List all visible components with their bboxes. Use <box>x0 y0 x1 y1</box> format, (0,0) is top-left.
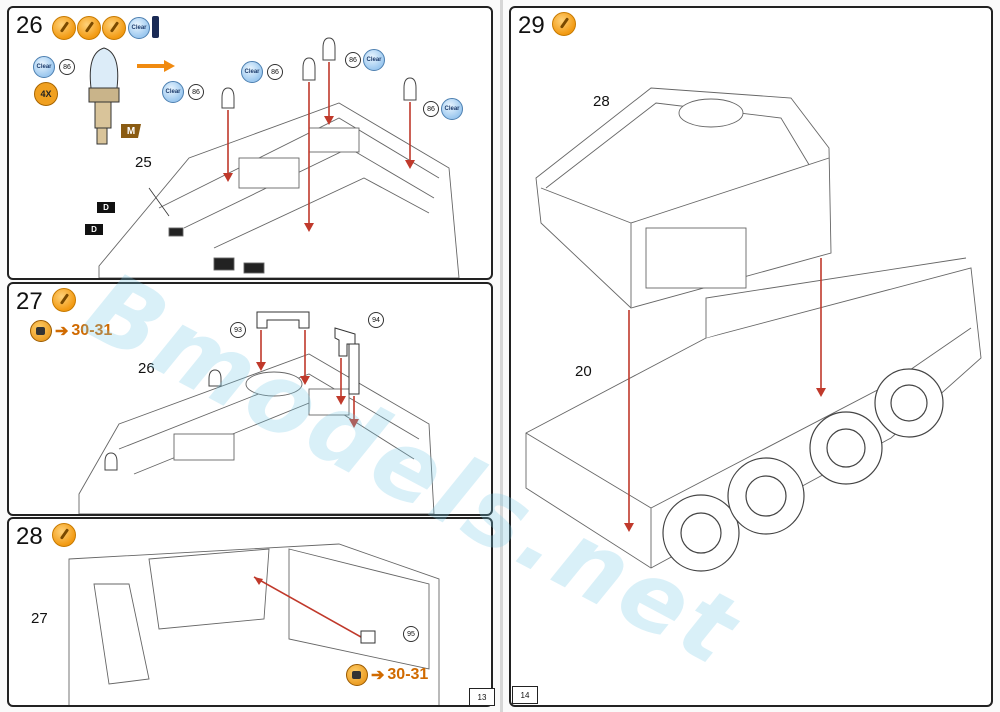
clear-label: Clear <box>165 89 181 95</box>
clear-paint-icon: Clear <box>128 17 150 39</box>
glue-icon <box>52 288 76 312</box>
reference-pages: 30-31 <box>71 322 113 339</box>
step-number: 26 <box>16 12 43 39</box>
part-number: 86 <box>59 59 75 75</box>
page-number: 14 <box>512 686 538 704</box>
glue-icon <box>102 16 126 40</box>
step-29-drawing <box>525 87 982 572</box>
glue-icon <box>552 12 576 36</box>
assembly-part-label: 27 <box>31 610 48 627</box>
part-number: 86 <box>423 101 439 117</box>
clear-label: Clear <box>444 106 460 112</box>
lamp-part <box>88 47 120 145</box>
clear-label: Clear <box>36 64 52 70</box>
clear-paint-icon: Clear <box>162 81 184 103</box>
reference-pages: 30-31 <box>387 666 429 683</box>
clear-paint-icon: Clear <box>33 56 55 78</box>
decal-badge: D <box>97 202 115 213</box>
part-number: 86 <box>345 52 361 68</box>
clear-paint-icon: Clear <box>363 49 385 71</box>
page-number: 13 <box>469 688 495 706</box>
spine <box>500 0 503 712</box>
glue-icon <box>52 523 76 547</box>
clear-label: Clear <box>366 57 382 63</box>
assembly-part-label: 20 <box>575 363 592 380</box>
glue-icon <box>52 16 76 40</box>
glue-icon <box>77 16 101 40</box>
step-number: 27 <box>16 288 43 315</box>
paint-code-badge: M <box>121 124 141 138</box>
part-number: 94 <box>368 312 384 328</box>
clear-paint-icon: Clear <box>241 61 263 83</box>
clear-paint-icon: Clear <box>441 98 463 120</box>
step-27-drawing <box>78 311 435 514</box>
part-number: 93 <box>230 322 246 338</box>
subassembly-reference: ➔ 30-31 <box>30 320 112 342</box>
subassembly-icon <box>346 664 368 686</box>
arrow-icon: ➔ <box>55 323 69 340</box>
part-number: 95 <box>403 626 419 642</box>
step-29-panel: 29 <box>509 6 993 707</box>
step-28-panel: 28 95 27 ➔ 30-31 <box>7 517 493 707</box>
step-number: 28 <box>16 523 43 550</box>
step-number: 29 <box>518 12 545 39</box>
step-26-drawing <box>88 37 460 278</box>
clear-label: Clear <box>244 69 260 75</box>
step-27-panel: 27 ➔ 30-31 <box>7 282 493 516</box>
part-number: 86 <box>188 84 204 100</box>
assembly-part-label: 28 <box>593 93 610 110</box>
paint-bottle-icon <box>152 16 159 38</box>
step-26-panel: 26 Clear <box>7 6 493 280</box>
subassembly-icon <box>30 320 52 342</box>
decal-badge: D <box>85 224 103 235</box>
part-number: 86 <box>267 64 283 80</box>
step-28-drawing <box>68 543 440 705</box>
clear-label: Clear <box>131 25 147 31</box>
quantity-badge: 4X <box>34 82 58 106</box>
assembly-part-label: 26 <box>138 360 155 377</box>
assembly-part-label: 25 <box>135 154 152 171</box>
arrow-icon: ➔ <box>371 667 385 684</box>
subassembly-reference: ➔ 30-31 <box>346 664 428 686</box>
